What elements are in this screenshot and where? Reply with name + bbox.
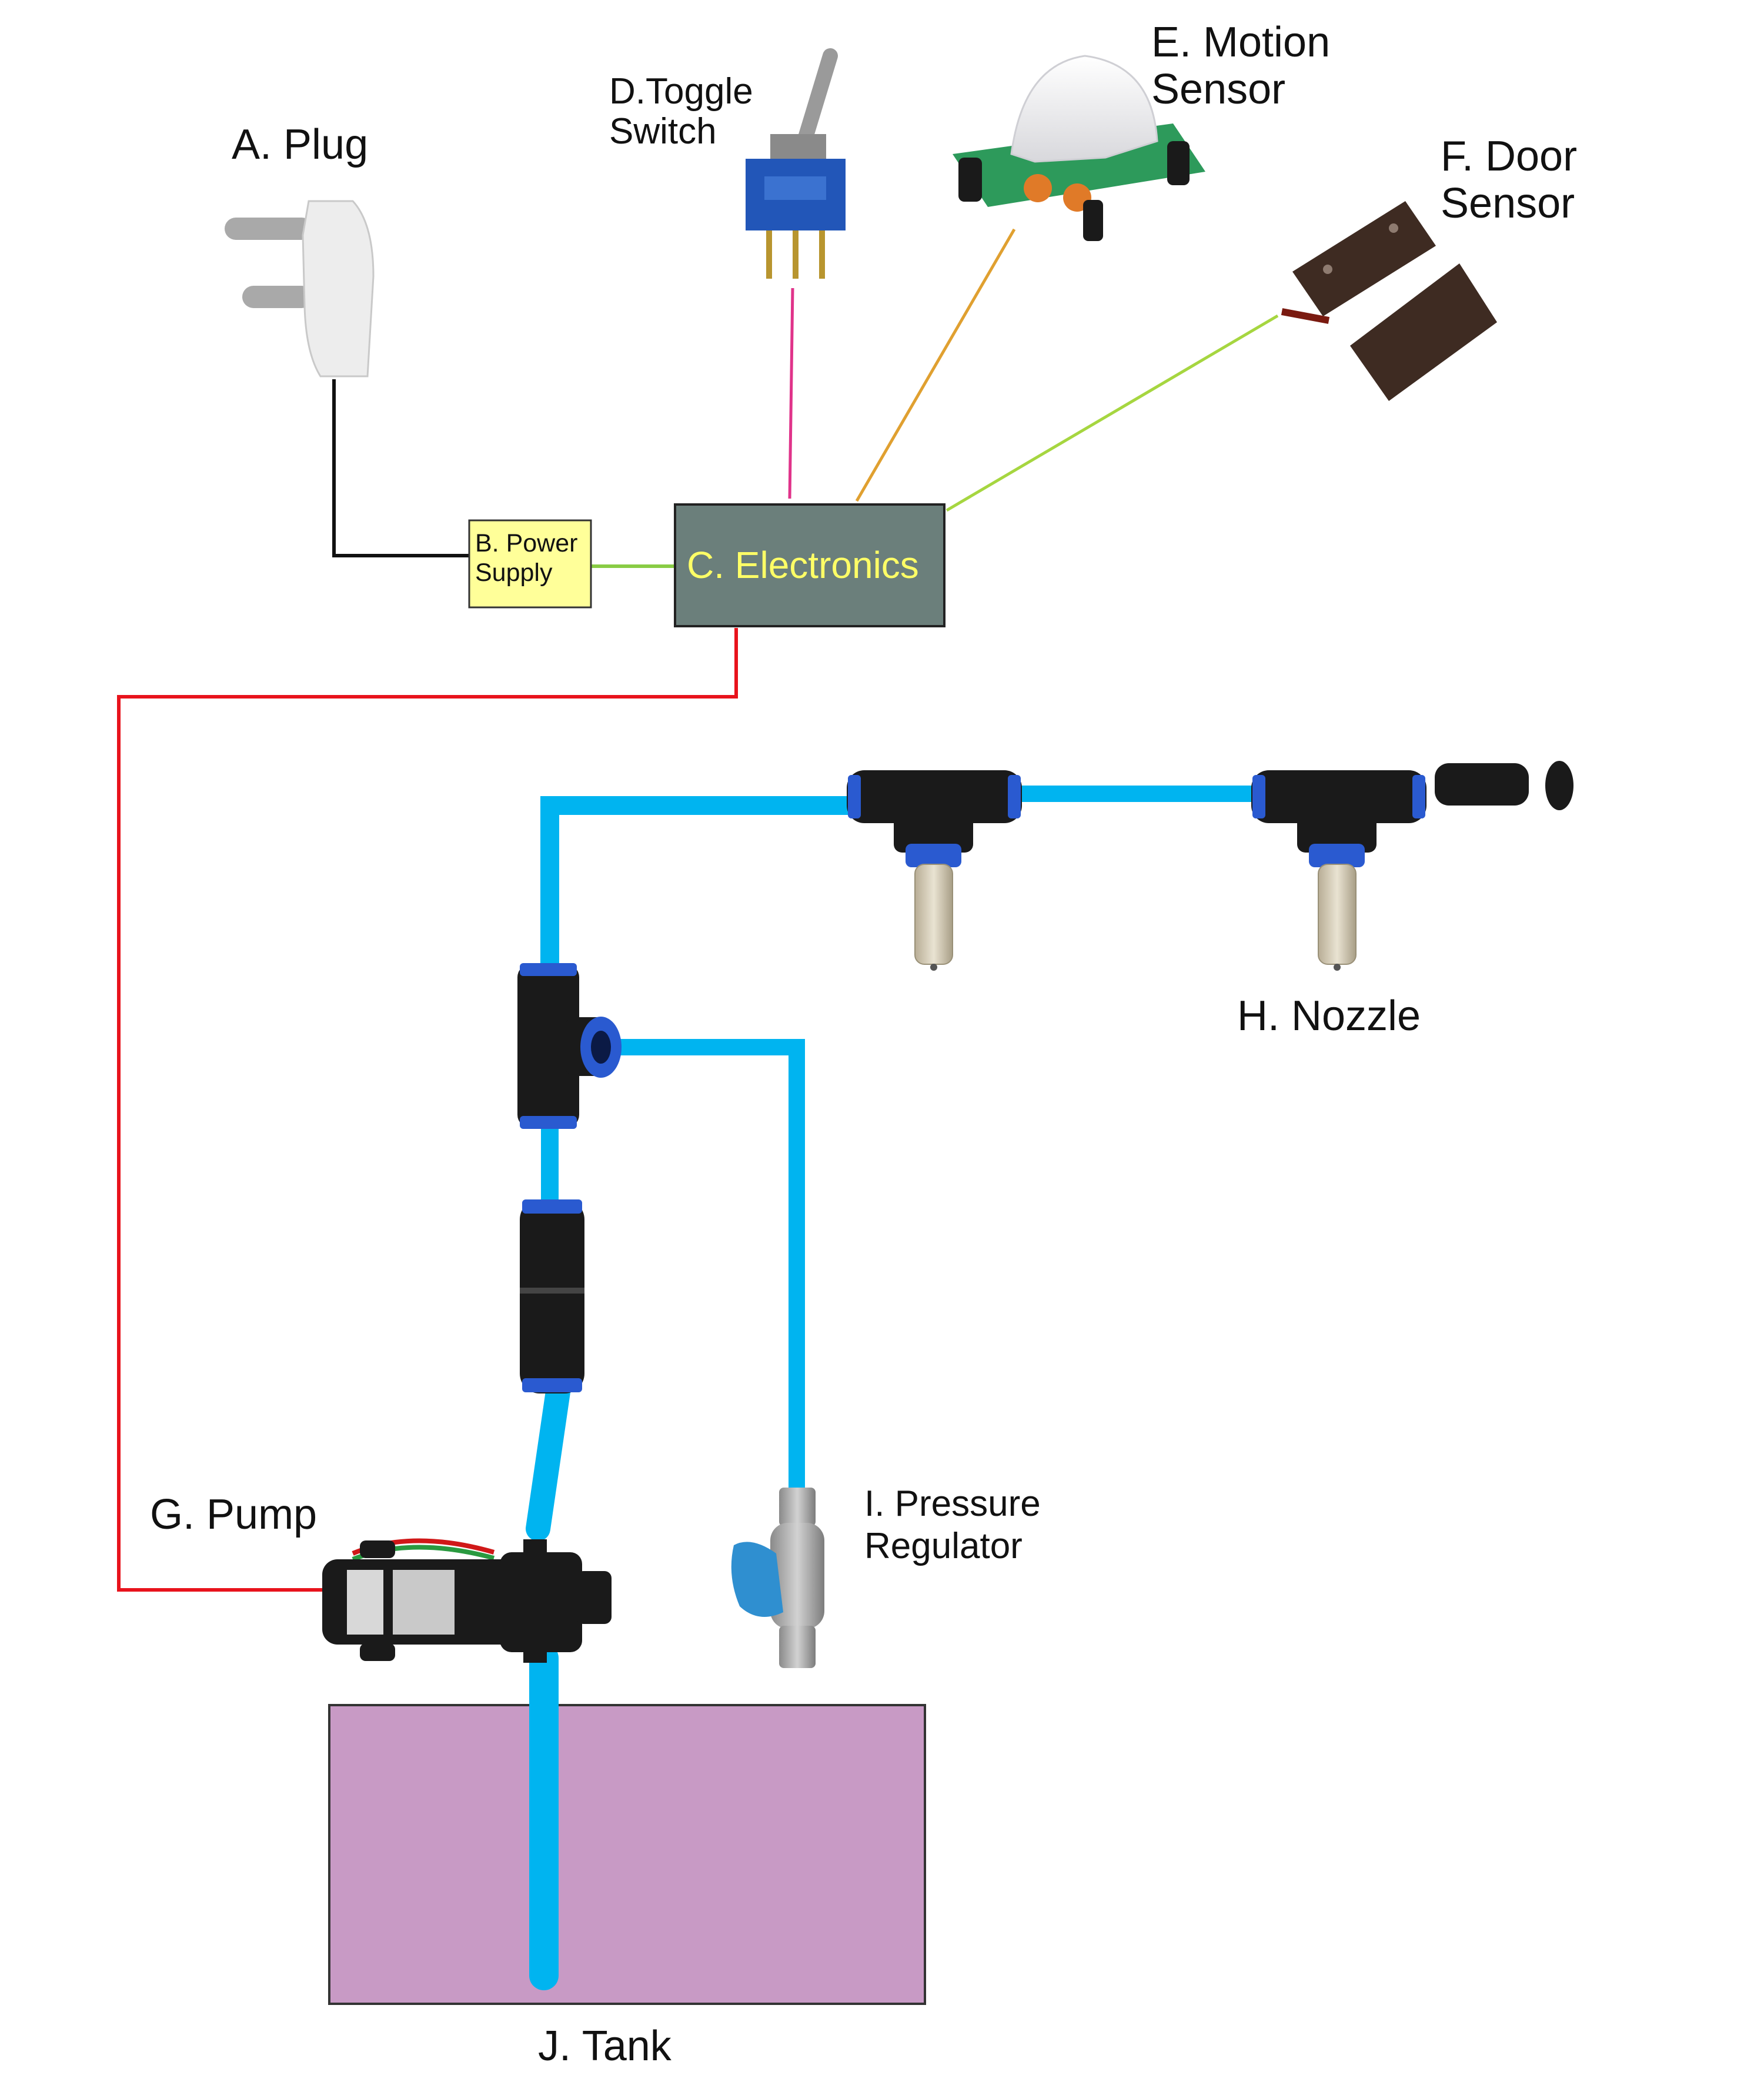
door-sensor-switch	[1350, 263, 1497, 401]
wire-door-to-electronics	[946, 314, 1279, 512]
door-sensor-label-line2: Sensor	[1441, 180, 1575, 227]
electronics-box	[674, 503, 946, 627]
pump-label-plate	[347, 1570, 383, 1635]
regulator-outlet	[779, 1626, 816, 1668]
toggle-lever	[795, 48, 838, 155]
motion-sensor-label-line1: E. Motion	[1151, 19, 1330, 66]
regulator-inlet	[779, 1488, 816, 1526]
tank	[328, 1704, 926, 2005]
pipes	[526, 786, 1267, 1990]
nozzle-head	[914, 864, 953, 971]
toggle-pin	[793, 230, 799, 279]
main-tee-joint	[517, 963, 622, 1129]
door-sensor	[1281, 201, 1497, 401]
motion-sensor-pot	[1024, 174, 1052, 202]
wire-toggle-to-electronics	[788, 288, 794, 499]
pressure-regulator	[731, 1488, 824, 1668]
nozzle-tee-2	[1251, 770, 1426, 867]
pump	[322, 1538, 612, 1663]
nozzle-tee-1	[847, 770, 1022, 867]
toggle-switch-label-line1: D.Toggle	[609, 71, 753, 112]
pipe-union-to-pump	[526, 1375, 571, 1541]
motion-sensor-dome	[1010, 55, 1158, 163]
door-sensor-label-line1: F. Door	[1441, 133, 1577, 180]
labels: A. Plug D.Toggle Switch E. Motion Sensor…	[150, 19, 1577, 2070]
electronics-label: C. Electronics	[687, 544, 919, 586]
pressure-regulator-label-line1: I. Pressure	[864, 1483, 1041, 1524]
pump-head	[500, 1552, 582, 1652]
end-plug	[1435, 761, 1573, 810]
power-supply-label-line2: Supply	[475, 559, 553, 587]
plug-label: A. Plug	[232, 121, 368, 168]
plug-pin-top	[225, 218, 313, 240]
wire-motion-to-electronics	[855, 228, 1016, 502]
motion-sensor-capacitor	[1083, 200, 1103, 241]
motion-sensor	[953, 55, 1205, 241]
wire-electronics-to-pump	[117, 628, 738, 1592]
regulator-valve-handle	[731, 1542, 783, 1617]
motion-sensor-capacitor	[958, 158, 982, 202]
tank-label: J. Tank	[538, 2023, 672, 2070]
motion-sensor-label-line2: Sensor	[1151, 66, 1285, 113]
toggle-nut	[770, 134, 826, 163]
toggle-pin	[819, 230, 825, 279]
wires	[117, 228, 1279, 1592]
pipe-union	[520, 1199, 584, 1393]
nozzle-head	[1318, 864, 1357, 971]
power-supply: B. Power Supply	[468, 519, 592, 609]
motion-sensor-capacitor	[1167, 141, 1190, 185]
toggle-pin	[766, 230, 772, 279]
plug-body	[302, 200, 375, 377]
plug	[225, 200, 375, 377]
pressure-regulator-label-line2: Regulator	[864, 1526, 1023, 1566]
door-sensor-magnet	[1292, 201, 1436, 316]
wire-plug-to-power-supply	[332, 379, 469, 557]
pump-label: G. Pump	[150, 1491, 317, 1538]
plug-pin-bottom	[242, 286, 313, 308]
toggle-switch	[746, 48, 846, 279]
regulator-body	[770, 1523, 824, 1629]
pipe-regulator-line	[609, 1039, 805, 1499]
power-supply-box	[468, 519, 592, 609]
electronics: C. Electronics	[674, 503, 946, 627]
toggle-switch-label-line2: Switch	[609, 111, 717, 152]
pipe-main-riser	[540, 796, 867, 977]
nozzle-label: H. Nozzle	[1237, 992, 1421, 1040]
power-supply-label-line1: B. Power	[475, 529, 577, 557]
door-sensor-wire	[1281, 308, 1330, 324]
